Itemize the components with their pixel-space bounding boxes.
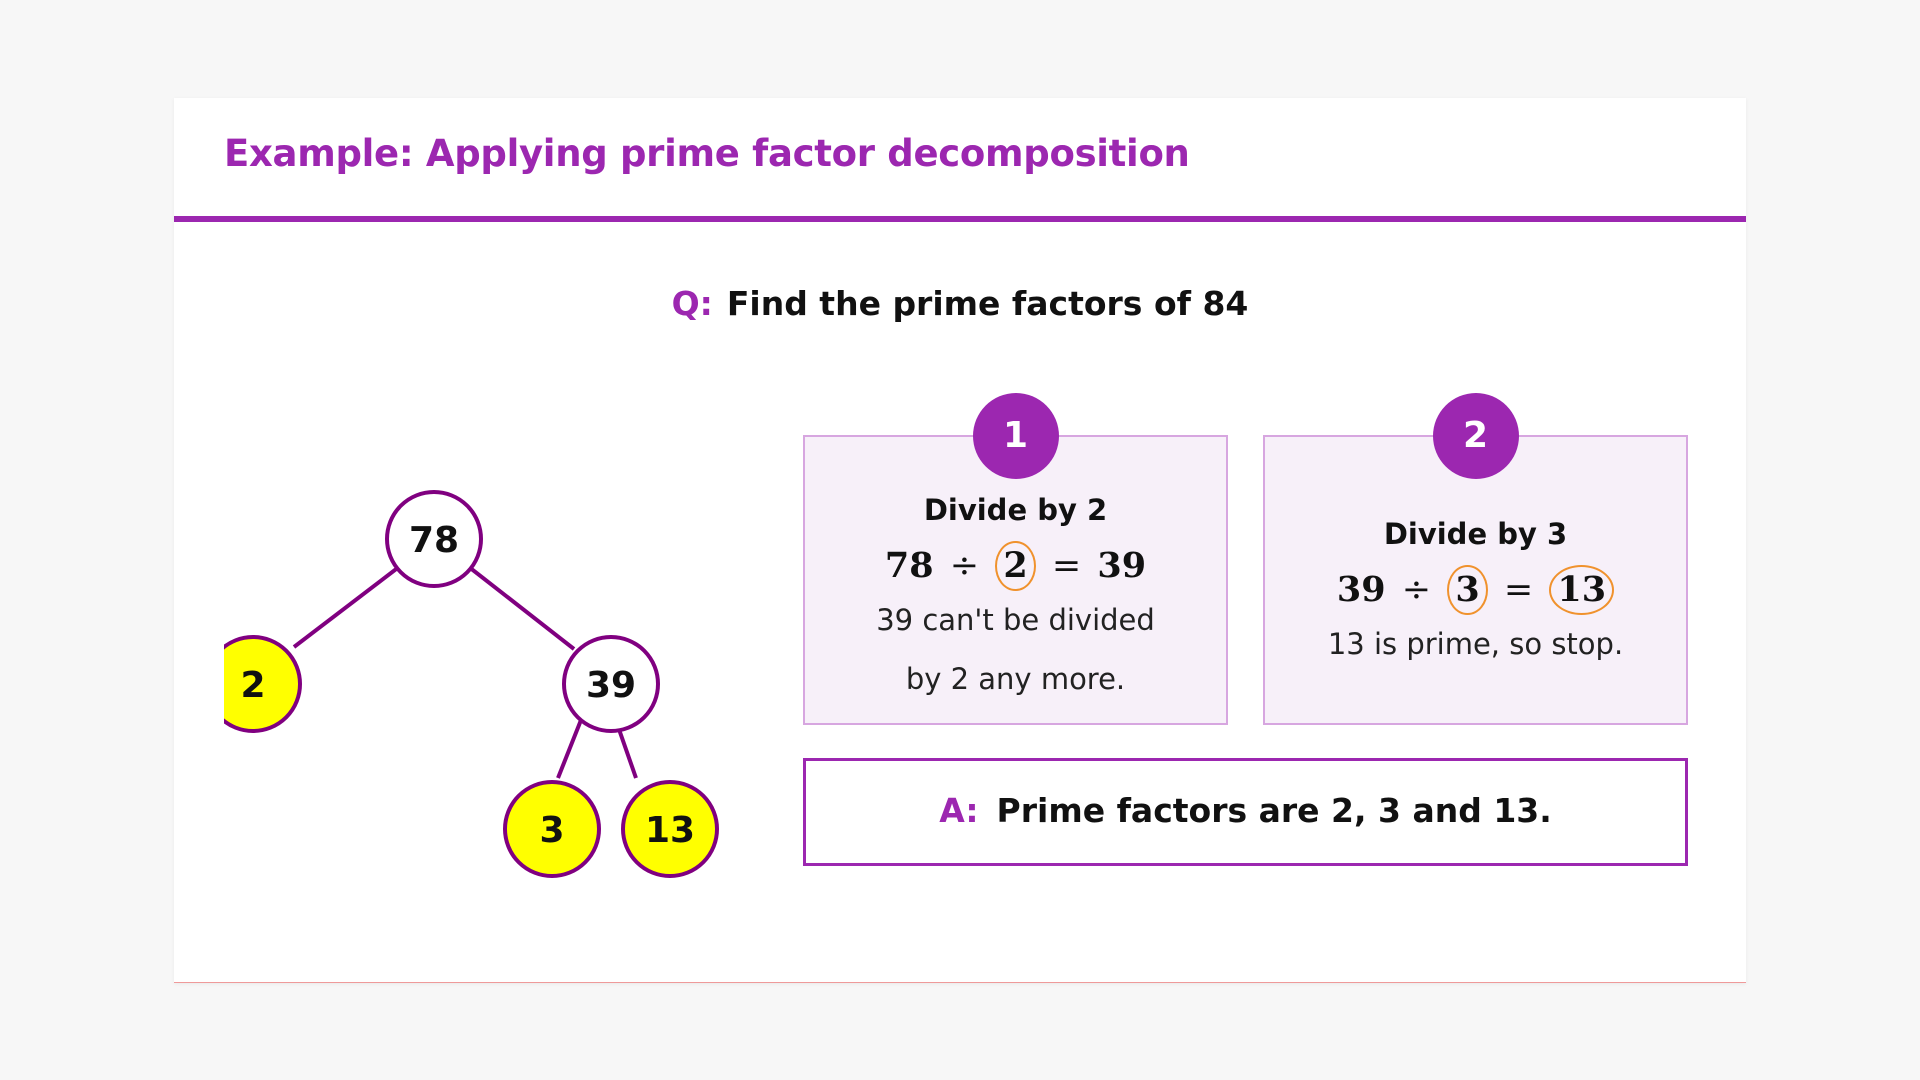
- factor-tree-diagram: 78 2 39 3 13: [204, 490, 719, 878]
- step-heading: Divide by 2: [923, 493, 1108, 527]
- answer-label: A:: [939, 791, 979, 830]
- equation-equals-sign: =: [1051, 546, 1082, 586]
- title-divider: [174, 216, 1746, 222]
- step-explanation: 13 is prime, so stop.: [1327, 627, 1624, 661]
- step-equation: 78 ÷ 2 = 39: [805, 541, 1226, 591]
- equation-equals-sign: =: [1503, 570, 1534, 610]
- step-card-2: 2 Divide by 3 39 ÷ 3 = 13 13 is prime, s…: [1263, 393, 1688, 725]
- step-equation: 39 ÷ 3 = 13: [1265, 565, 1686, 615]
- slide: Example: Applying prime factor decomposi…: [174, 98, 1746, 983]
- tree-node-right-right-label: 13: [645, 810, 695, 851]
- answer-box: A: Prime factors are 2, 3 and 13.: [803, 758, 1688, 866]
- equation-divisor-circled: 2: [995, 541, 1036, 591]
- question: Q: Find the prime factors of 84: [174, 284, 1746, 323]
- equation-divide-sign: ÷: [1401, 570, 1432, 610]
- answer-text: Prime factors are 2, 3 and 13.: [996, 791, 1552, 830]
- step-card-1: 1 Divide by 2 78 ÷ 2 = 39 39 can't be di…: [803, 393, 1228, 725]
- equation-result-circled: 13: [1549, 565, 1615, 615]
- branch-root-right: [458, 558, 576, 651]
- tree-node-right-left: 3: [503, 780, 601, 878]
- tree-node-right-right: 13: [621, 780, 719, 878]
- branch-39-left: [556, 714, 585, 779]
- tree-node-left: 2: [204, 635, 302, 733]
- step-heading: Divide by 3: [1383, 517, 1568, 551]
- step-number-badge: 2: [1432, 393, 1519, 479]
- tree-node-right-label: 39: [586, 665, 636, 706]
- branch-root-left: [292, 558, 410, 649]
- question-text: Find the prime factors of 84: [726, 284, 1249, 323]
- step-explanation: 39 can't be divided by 2 any more.: [876, 603, 1155, 696]
- factor-tree: 78 2 39 3 13: [204, 428, 784, 988]
- step-number-badge: 1: [972, 393, 1059, 479]
- slide-title: Example: Applying prime factor decomposi…: [224, 132, 1190, 175]
- equation-dividend: 78: [884, 545, 934, 586]
- tree-node-right-left-label: 3: [539, 810, 564, 851]
- equation-divide-sign: ÷: [949, 546, 980, 586]
- tree-node-left-label: 2: [240, 665, 265, 706]
- equation-divisor-circled: 3: [1447, 565, 1488, 615]
- equation-result: 39: [1097, 545, 1147, 586]
- tree-node-root-label: 78: [409, 520, 459, 561]
- tree-node-root: 78: [385, 490, 483, 588]
- tree-node-right: 39: [562, 635, 660, 733]
- question-label: Q:: [671, 284, 713, 323]
- equation-dividend: 39: [1336, 569, 1386, 610]
